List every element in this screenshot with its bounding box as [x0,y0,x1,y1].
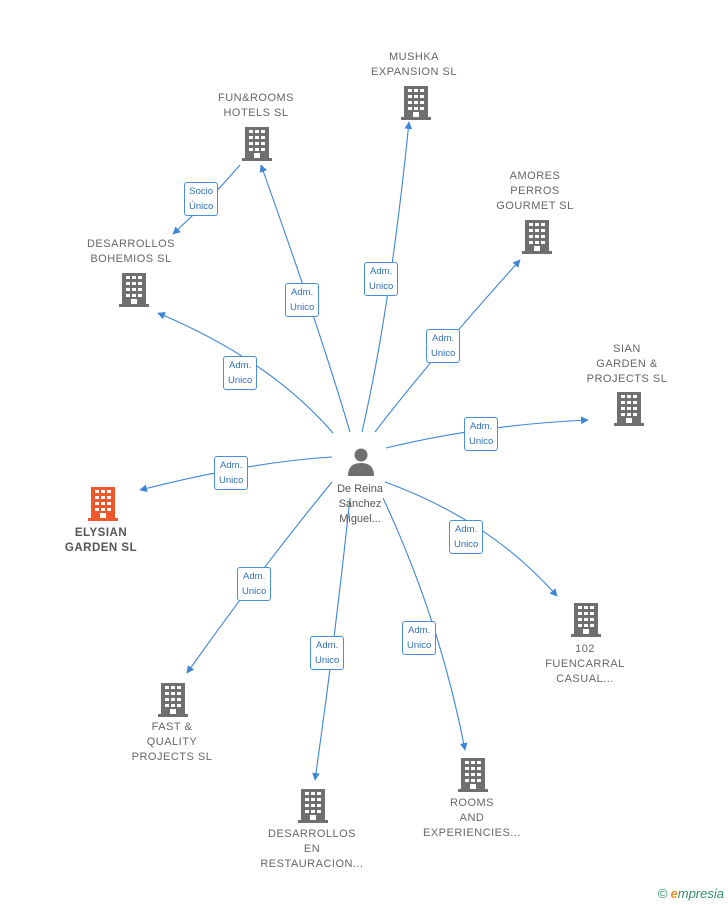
center-label-line: Miguel... [339,513,381,525]
node-label-line: EN [303,843,321,855]
edge-badge-line: Adm. [229,360,252,371]
node-label-line: FUENCARRAL [545,658,625,670]
node-label-rooms[interactable]: ROOMS AND EXPERIENCIES... [423,796,521,841]
edge-badge-line: Único [189,201,214,212]
node-label-line: DESARROLLOS [86,238,176,250]
brand-name: mpresia [677,886,724,901]
edge-badge-line: Adm. [432,333,455,344]
edge-badge-amores[interactable]: Adm. Unico [426,329,461,363]
edge-badge-line: Unico [431,348,456,359]
building-icon-amores[interactable] [522,220,552,254]
edge-badge-line: Adm. [220,460,243,471]
node-label-amores[interactable]: AMORES PERROS GOURMET SL [496,169,574,214]
node-label-line: HOTELS SL [223,107,289,119]
edge-badge-rooms[interactable]: Adm. Unico [402,621,437,655]
node-label-line: FUN&ROOMS [218,92,294,104]
edge-badge-line: Adm. [243,571,266,582]
edge-badge-bohemios[interactable]: Adm. Unico [223,356,258,390]
node-label-line: 102 [575,643,595,655]
node-label-line: GOURMET SL [496,200,574,212]
node-label-line: SIAN [613,343,641,355]
node-label-line: EXPANSION SL [371,66,457,78]
node-label-funrooms[interactable]: FUN&ROOMS HOTELS SL [218,91,294,121]
building-icon-restauracion[interactable] [298,789,328,823]
copyright-icon: © [657,886,668,901]
edge-badge-line: Unico [369,281,394,292]
building-icon-mushka[interactable] [401,86,431,120]
building-icon-bohemios[interactable] [119,273,149,307]
building-icon-elysian[interactable] [88,487,118,521]
brand-logo[interactable]: ©empresia [658,886,724,901]
node-label-line: AND [459,812,485,824]
node-label-line: PROJECTS SL [586,373,668,385]
edge-badge-line: Unico [228,375,253,386]
building-icon-funrooms[interactable] [242,127,272,161]
edge-badge-line: Adm. [291,287,314,298]
building-icon-fuencarral[interactable] [571,603,601,637]
node-label-fast[interactable]: FAST & QUALITY PROJECTS SL [132,720,213,765]
edge-badge-line: Unico [315,655,340,666]
edge-badge-line: Adm. [370,266,393,277]
node-label-line: QUALITY [146,736,198,748]
edge-badge-elysian[interactable]: Adm. Unico [214,456,249,490]
edge-badge-line: Socio [189,186,214,197]
node-label-line: EXPERIENCIES... [423,827,521,839]
edge-badge-line: Adm. [316,640,339,651]
edge-badge-socio[interactable]: Socio Único [184,182,219,216]
node-label-line: DESARROLLOS [267,828,357,840]
node-label-line: MUSHKA [388,51,440,63]
node-label-restauracion[interactable]: DESARROLLOS EN RESTAURACION... [260,827,363,872]
edge-badge-line: Unico [219,475,244,486]
node-label-line: GARDEN SL [64,542,138,554]
center-label-line: Sanchez [338,498,382,510]
edge-badge-line: Unico [242,586,267,597]
edge-badge-line: Unico [454,539,479,550]
node-label-mushka[interactable]: MUSHKA EXPANSION SL [371,50,457,80]
node-label-elysian[interactable]: ELYSIAN GARDEN SL [65,526,137,556]
edge-badge-fast[interactable]: Adm. Unico [237,567,272,601]
node-label-line: GARDEN & [596,358,658,370]
edge-badge-restauracion[interactable]: Adm. Unico [310,636,345,670]
node-label-line: RESTAURACION... [260,858,364,870]
building-icon-fast[interactable] [158,683,188,717]
edge-badge-line: Unico [469,436,494,447]
node-label-fuencarral[interactable]: 102 FUENCARRAL CASUAL... [545,642,625,687]
edge-badge-line: Adm. [455,524,478,535]
node-label-line: ELYSIAN [74,527,128,539]
node-label-sian[interactable]: SIAN GARDEN & PROJECTS SL [587,342,668,387]
brand-initial: e [670,886,678,901]
node-label-line: AMORES [509,170,561,182]
edge-line-bohemios [157,312,334,434]
edge-badge-fuencarral[interactable]: Adm. Unico [449,520,484,554]
node-label-line: CASUAL... [556,673,614,685]
building-icon-sian[interactable] [614,392,644,426]
node-label-line: ROOMS [449,797,495,809]
node-label-line: BOHEMIOS SL [90,253,172,265]
node-label-line: PROJECTS SL [131,751,213,763]
edge-badge-line: Unico [407,640,432,651]
center-label-line: De Reina [337,483,383,495]
edge-badge-line: Unico [290,302,315,313]
building-icon-rooms[interactable] [458,758,488,792]
edge-badge-mushka[interactable]: Adm. Unico [364,262,399,296]
edge-badge-line: Adm. [470,421,493,432]
node-label-line: FAST & [151,721,193,733]
node-label-bohemios[interactable]: DESARROLLOS BOHEMIOS SL [87,237,175,267]
node-label-line: PERROS [510,185,560,197]
edge-badge-funrooms[interactable]: Adm. Unico [285,283,320,317]
person-icon[interactable] [346,446,376,476]
center-person-label[interactable]: De Reina Sanchez Miguel... [337,482,383,527]
edge-badge-sian[interactable]: Adm. Unico [464,417,499,451]
edge-badge-line: Adm. [408,625,431,636]
